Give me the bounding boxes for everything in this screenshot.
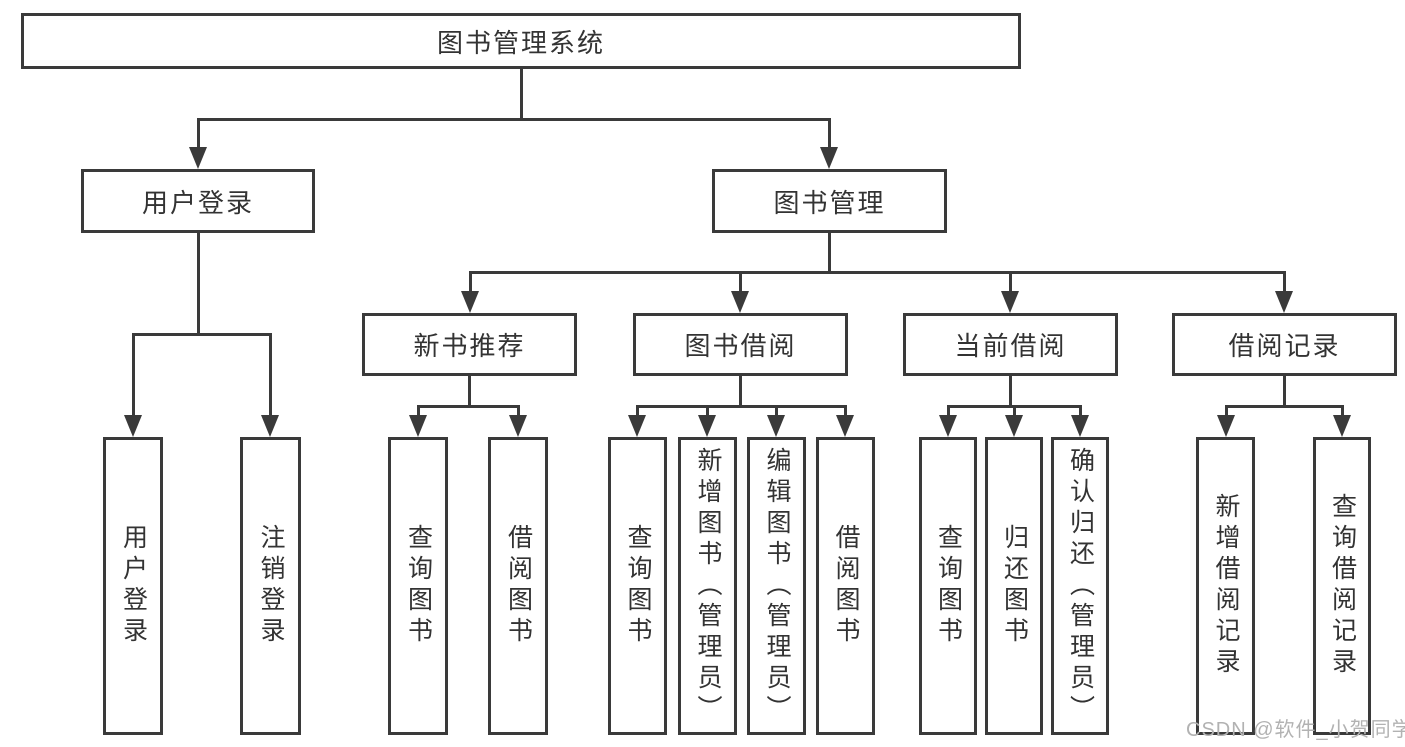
connector-line bbox=[1225, 405, 1228, 419]
connector-line bbox=[197, 233, 200, 335]
node-label: 用户登录 bbox=[141, 187, 254, 218]
leaf-label: 查询图书 bbox=[404, 524, 433, 648]
connector-line bbox=[1013, 405, 1016, 419]
arrow-down-icon bbox=[124, 415, 142, 437]
connector-line bbox=[469, 271, 472, 295]
connector-line bbox=[269, 333, 272, 418]
arrow-down-icon bbox=[767, 415, 785, 437]
leaf-recommend-query-book: 查询图书 bbox=[388, 437, 448, 735]
leaf-current-return-book: 归还图书 bbox=[985, 437, 1043, 735]
leaf-label: 新增借阅记录 bbox=[1212, 493, 1240, 679]
csdn-watermark: CSDN @软件_小贺同学 bbox=[1186, 719, 1405, 741]
leaf-borrow-edit-book-admin: 编辑图书（管理员） bbox=[747, 437, 806, 735]
arrow-down-icon bbox=[628, 415, 646, 437]
connector-line bbox=[636, 405, 846, 408]
connector-line bbox=[828, 233, 831, 273]
connector-line bbox=[1283, 271, 1286, 295]
node-label: 当前借阅 bbox=[954, 331, 1067, 361]
leaf-record-add-borrow-record: 新增借阅记录 bbox=[1196, 437, 1255, 735]
leaf-logout-login: 注销登录 bbox=[240, 437, 301, 735]
connector-line bbox=[947, 405, 950, 419]
node-user-login: 用户登录 bbox=[81, 169, 315, 233]
connector-line bbox=[1283, 376, 1286, 407]
connector-line bbox=[417, 405, 519, 408]
connector-line bbox=[739, 376, 742, 407]
connector-line bbox=[1009, 376, 1012, 407]
leaf-user-login: 用户登录 bbox=[103, 437, 163, 735]
connector-line bbox=[197, 118, 831, 121]
leaf-borrow-add-book-admin: 新增图书（管理员） bbox=[678, 437, 737, 735]
connector-line bbox=[844, 405, 847, 419]
leaf-current-confirm-return-admin: 确认归还（管理员） bbox=[1051, 437, 1109, 735]
connector-line bbox=[828, 118, 831, 150]
connector-line bbox=[520, 69, 523, 119]
arrow-down-icon bbox=[461, 291, 479, 313]
leaf-current-query-book: 查询图书 bbox=[919, 437, 977, 735]
connector-line bbox=[1341, 405, 1344, 419]
arrow-down-icon bbox=[698, 415, 716, 437]
connector-line bbox=[417, 405, 420, 419]
arrow-down-icon bbox=[261, 415, 279, 437]
leaf-label: 借阅图书 bbox=[832, 524, 860, 648]
leaf-label: 编辑图书（管理员） bbox=[763, 446, 791, 726]
connector-line bbox=[706, 405, 709, 419]
connector-line bbox=[517, 405, 520, 419]
leaf-borrow-query-book: 查询图书 bbox=[608, 437, 667, 735]
node-label: 图书借阅 bbox=[684, 331, 797, 361]
arrow-down-icon bbox=[189, 147, 207, 169]
leaf-label: 查询图书 bbox=[624, 524, 652, 648]
arrow-down-icon bbox=[1071, 415, 1089, 437]
connector-line bbox=[739, 271, 742, 295]
leaf-label: 查询图书 bbox=[934, 524, 963, 648]
node-book-management: 图书管理 bbox=[712, 169, 947, 233]
node-label: 图书管理 bbox=[773, 187, 886, 218]
arrow-down-icon bbox=[939, 415, 957, 437]
connector-line bbox=[469, 271, 1285, 274]
leaf-borrow-borrow-book: 借阅图书 bbox=[816, 437, 875, 735]
arrow-down-icon bbox=[1001, 291, 1019, 313]
connector-line bbox=[1009, 271, 1012, 295]
leaf-label: 确认归还（管理员） bbox=[1066, 446, 1095, 726]
node-label: 图书管理系统 bbox=[436, 27, 605, 58]
arrow-down-icon bbox=[1217, 415, 1235, 437]
arrow-down-icon bbox=[836, 415, 854, 437]
node-label: 借阅记录 bbox=[1228, 331, 1341, 361]
connector-line bbox=[197, 118, 200, 150]
arrow-down-icon bbox=[1333, 415, 1351, 437]
connector-line bbox=[1079, 405, 1082, 419]
connector-line bbox=[636, 405, 639, 419]
node-current-borrow: 当前借阅 bbox=[903, 313, 1118, 376]
arrow-down-icon bbox=[1005, 415, 1023, 437]
connector-line bbox=[775, 405, 778, 419]
arrow-down-icon bbox=[409, 415, 427, 437]
arrow-down-icon bbox=[1275, 291, 1293, 313]
leaf-label: 借阅图书 bbox=[504, 524, 533, 648]
leaf-label: 注销登录 bbox=[257, 524, 285, 648]
node-label: 新书推荐 bbox=[413, 331, 526, 361]
connector-line bbox=[1225, 405, 1343, 408]
leaf-recommend-borrow-book: 借阅图书 bbox=[488, 437, 548, 735]
leaf-label: 用户登录 bbox=[119, 524, 148, 648]
arrow-down-icon bbox=[731, 291, 749, 313]
arrow-down-icon bbox=[820, 147, 838, 169]
connector-line bbox=[468, 376, 471, 407]
connector-line bbox=[132, 333, 135, 418]
connector-line bbox=[132, 333, 272, 336]
node-new-book-recommend: 新书推荐 bbox=[362, 313, 577, 376]
leaf-record-query-borrow-record: 查询借阅记录 bbox=[1313, 437, 1371, 735]
arrow-down-icon bbox=[509, 415, 527, 437]
leaf-label: 归还图书 bbox=[1000, 524, 1029, 648]
node-borrow-record: 借阅记录 bbox=[1172, 313, 1397, 376]
leaf-label: 新增图书（管理员） bbox=[694, 446, 722, 726]
node-book-borrow: 图书借阅 bbox=[633, 313, 848, 376]
leaf-label: 查询借阅记录 bbox=[1328, 493, 1357, 679]
node-library-management-system: 图书管理系统 bbox=[21, 13, 1021, 69]
